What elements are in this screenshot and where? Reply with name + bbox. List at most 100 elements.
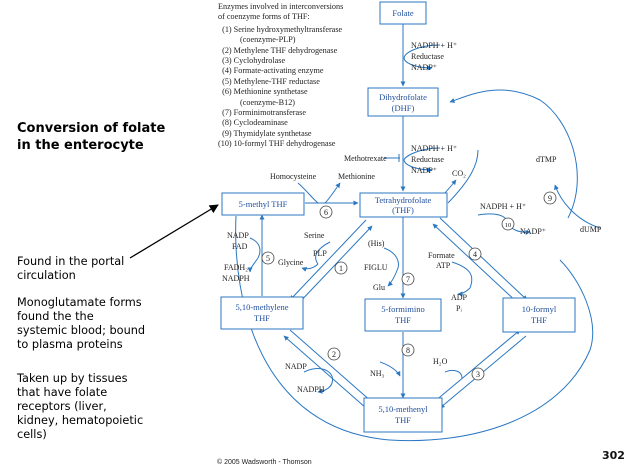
title-line: in the enterocyte <box>17 138 144 153</box>
step-circle <box>401 343 415 357</box>
box-formyl-label-1: 10-formyl <box>522 304 557 314</box>
step-circle <box>319 205 333 219</box>
enzyme-legend-header: Enzymes involved in interconversions of … <box>218 2 343 23</box>
box-formimino-label-2: THF <box>395 315 411 325</box>
note-line: Monoglutamate forms <box>17 296 142 309</box>
curl-nadp-out-2 <box>403 159 433 173</box>
step-number: 10 <box>505 222 512 229</box>
box-formimino-label-1: 5-formimino <box>381 304 424 314</box>
box-5-methyl-label: 5-methyl THF <box>239 199 288 209</box>
note-line: systemic blood; bound <box>17 324 146 337</box>
label-nadph-h-2: NADPH + H⁺ <box>411 144 457 153</box>
arc-thymidylate <box>449 89 578 219</box>
arrow-dump <box>554 184 601 229</box>
enzyme-item: (6) Methionine synthetase <box>218 87 308 97</box>
curl-nh3 <box>379 361 401 377</box>
step-number: 1 <box>339 264 343 273</box>
step-circle <box>327 347 341 361</box>
note-tissues: Taken up by tissues that have folate rec… <box>17 372 192 442</box>
enzyme-item: (2) Methylene THF dehydrogenase <box>218 45 338 55</box>
arrow-methenyl-methylene <box>283 335 367 409</box>
note-line: cells) <box>17 428 47 441</box>
box-5-methyl-thf <box>221 192 305 216</box>
note-line: found the the <box>17 310 94 323</box>
box-thf-label-1: Tetrahydrofolate <box>375 195 432 205</box>
enzyme-item: (8) Cyclodeaminase <box>218 118 288 128</box>
box-dhf <box>367 87 439 117</box>
label-methotrexate: Methotrexate <box>344 154 387 163</box>
label-plp: PLP <box>313 249 327 258</box>
step-number: 5 <box>266 254 270 263</box>
box-5-10-methylene-thf <box>220 296 304 330</box>
curl-3 <box>444 369 463 379</box>
label-nadp-plus-1: NADP⁺ <box>411 63 437 72</box>
title-line: Conversion of folate <box>17 121 166 136</box>
enzyme-item: (7) Forminimotransferase <box>218 108 306 118</box>
box-methylene-label-1: 5,10-methylene <box>235 302 288 312</box>
label-figlu: FIGLU <box>364 263 388 272</box>
enzyme-item: (5) Methylene-THF reductase <box>218 76 320 86</box>
label-fadh2: FADH₂ <box>224 263 248 272</box>
note-portal: Found in the portal circulation <box>17 255 192 283</box>
enzyme-header-line: Enzymes involved in interconversions <box>218 2 344 11</box>
box-10-formyl-thf <box>502 297 576 333</box>
curl-methionine <box>324 182 341 204</box>
enzyme-item: (4) Formate-activating enzyme <box>218 66 324 76</box>
box-folate-label: Folate <box>392 8 413 18</box>
label-serine: Serine <box>304 231 325 240</box>
enzyme-item: (1) Serine hydroxymethyltransferase <box>218 24 343 34</box>
enzyme-header-line: of coenzyme forms of THF: <box>218 12 310 22</box>
label-dump: dUMP <box>580 225 602 234</box>
curl-adp <box>457 287 471 297</box>
curl-2-in <box>303 368 333 377</box>
page-number: 302 <box>602 449 625 462</box>
note-line: Found in the portal <box>17 255 125 268</box>
label-his: (His) <box>368 239 385 248</box>
label-nadph-1: NADPH <box>222 274 250 283</box>
box-methenyl-label-2: THF <box>395 415 411 425</box>
box-thf <box>359 192 448 218</box>
step-number: 6 <box>324 208 328 217</box>
box-folate <box>379 1 427 25</box>
box-thf-label-2: (THF) <box>392 205 414 215</box>
label-nadp-plus-3: NADP⁺ <box>520 227 546 236</box>
enzyme-coenzyme: (coenzyme-PLP) <box>240 35 296 45</box>
step-number: 9 <box>548 194 552 203</box>
box-dhf-label-2: (DHF) <box>392 103 415 113</box>
label-methionine: Methionine <box>338 172 375 181</box>
pointer-arrow <box>129 204 219 259</box>
label-adp: ADP <box>451 293 468 302</box>
curl-2-out <box>317 375 333 394</box>
note-line: circulation <box>17 269 76 282</box>
box-5-formimino-thf <box>364 298 442 332</box>
arrow-methylene-methenyl <box>289 329 373 403</box>
curl-nadph-in-2 <box>403 147 441 161</box>
step-circle <box>401 272 415 286</box>
label-nadph-h-1: NADPH + H⁺ <box>411 41 457 50</box>
note-monoglutamate: Monoglutamate forms found the the system… <box>17 296 192 352</box>
box-formyl-label-2: THF <box>531 315 547 325</box>
note-line: kidney, hematopoietic <box>17 414 144 427</box>
curl-glu <box>387 267 399 287</box>
step-number: 7 <box>406 275 410 284</box>
label-glu: Glu <box>373 283 385 292</box>
label-glycine: Glycine <box>278 258 304 267</box>
label-nadp-2: NADP <box>285 362 307 371</box>
label-nadph-h-3: NADPH + H⁺ <box>480 202 526 211</box>
label-co2: CO₂ <box>452 169 466 178</box>
box-methenyl-label-1: 5,10-methenyl <box>378 404 428 414</box>
curl-glycine <box>301 263 319 272</box>
label-reductase-2: Reductase <box>411 155 444 164</box>
step-circle <box>261 251 275 265</box>
enzyme-item: (10) 10-formyl THF dehydrogenase <box>218 139 336 149</box>
note-line: to plasma proteins <box>17 338 123 351</box>
note-line: Taken up by tissues <box>17 372 128 385</box>
label-atp: ATP <box>436 261 451 270</box>
step-circle <box>543 191 557 205</box>
arrow-formyl-thf <box>432 223 521 306</box>
box-dhf-label-1: Dihydrofolate <box>379 92 427 102</box>
arrow-thf-formyl <box>439 217 528 301</box>
curl-nadp-out <box>403 57 433 71</box>
